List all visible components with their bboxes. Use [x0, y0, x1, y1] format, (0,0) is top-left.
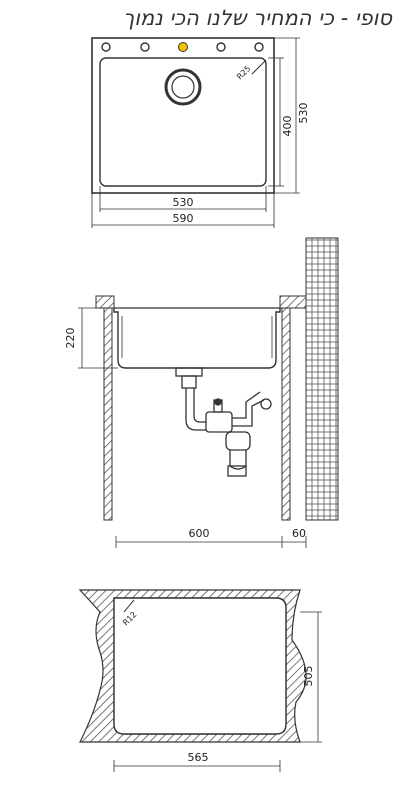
height-inner-label: 400	[281, 116, 294, 137]
tap-hole-selected	[178, 42, 188, 52]
cabinet-width-label: 600	[189, 527, 210, 540]
cutout-opening	[113, 597, 287, 735]
top-view: R25 400 530 530 590	[91, 37, 310, 228]
tap-hole-4	[216, 42, 226, 52]
siphon	[175, 367, 272, 477]
depth-label: 220	[64, 328, 77, 349]
cutout-height-label: 505	[302, 666, 315, 687]
side-gap-label: 60	[292, 527, 306, 540]
wall-tiles	[305, 237, 339, 521]
bowl-profile	[113, 308, 281, 369]
countertop-left	[95, 295, 115, 309]
cabinet-wall-right	[281, 307, 291, 521]
drain-inner	[171, 75, 195, 99]
sink-bowl	[99, 57, 267, 187]
countertop-right	[279, 295, 307, 309]
cutout-view: R12 505 565	[78, 589, 322, 772]
tap-hole-5	[254, 42, 264, 52]
promo-banner: סופי - כי המחיר שלנו הכי נמוך	[123, 6, 392, 30]
width-outer-label: 590	[173, 212, 194, 225]
side-view: 220 600 60	[64, 237, 339, 548]
width-inner-label: 530	[173, 196, 194, 209]
tap-hole-2	[140, 42, 150, 52]
height-outer-label: 530	[297, 103, 310, 124]
cutout-width-label: 565	[188, 751, 209, 764]
top-radius-label: R25	[235, 64, 253, 82]
sink-outer-rim	[91, 37, 275, 194]
tap-hole-1	[101, 42, 111, 52]
drain-outer	[164, 68, 202, 106]
cabinet-wall-left	[103, 307, 113, 521]
